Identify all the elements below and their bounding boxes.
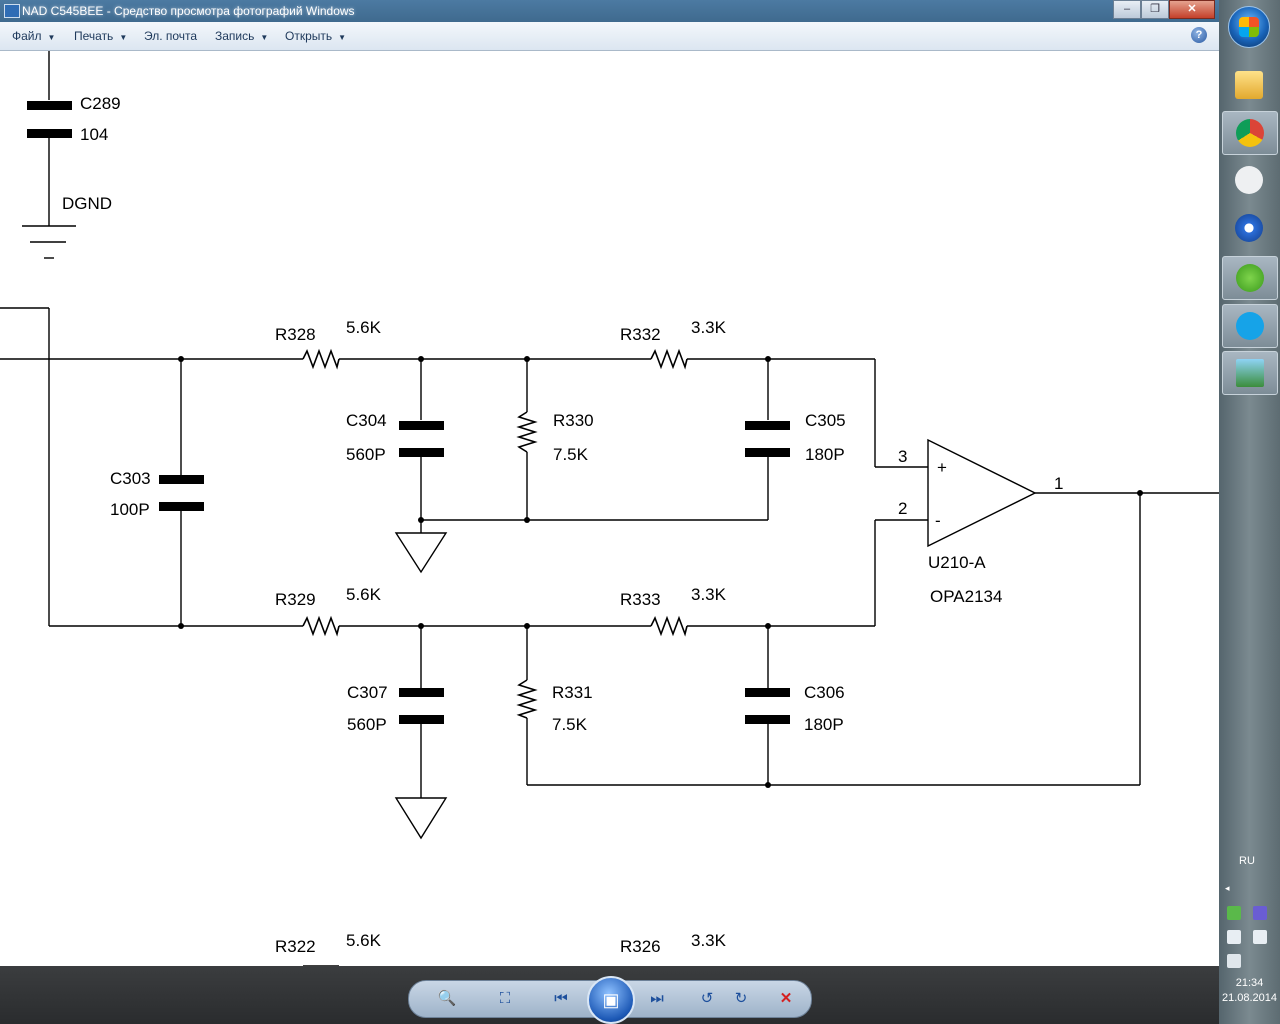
close-button[interactable]: ✕ [1169,0,1215,19]
app-tray-icon[interactable] [1253,906,1267,920]
menu-open-label: Открыть [285,29,333,43]
window-buttons: – ❐ ✕ [1113,0,1215,19]
taskbar-photo-viewer[interactable] [1222,351,1278,395]
photo-viewer-icon [1236,359,1264,387]
maximize-button[interactable]: ❐ [1141,0,1169,19]
utorrent-icon [1236,264,1264,292]
value-c289: 104 [80,125,108,144]
value-r322: 5.6K [346,931,382,950]
minimize-button[interactable]: – [1113,0,1141,19]
value-r329: 5.6K [346,585,382,604]
value-r328: 5.6K [346,318,382,337]
clock[interactable]: 21:34 21.08.2014 [1219,976,1280,1006]
value-r330: 7.5K [553,445,589,464]
label-c304: C304 [346,411,387,430]
label-r328: R328 [275,325,316,344]
label-dgnd: DGND [62,194,112,213]
photo-viewer-window: NAD C545BEE - Средство просмотра фотогра… [0,0,1219,1024]
network-tray-icon[interactable] [1227,906,1241,920]
windows-start-icon[interactable] [1228,6,1270,48]
value-r326: 3.3K [691,931,727,950]
menu-bar: Файл ▼ Печать ▼ Эл. почта Запись ▼ Открыть ▼… [0,22,1219,51]
menu-burn-label: Запись [215,29,255,43]
previous-icon[interactable]: ⏮ [554,990,568,1007]
value-c304: 560P [346,445,386,464]
menu-open[interactable]: Открыть ▼ [285,29,346,43]
menu-burn[interactable]: Запись ▼ [215,29,268,43]
folder-icon [1235,71,1263,99]
label-u210: U210-A [928,553,986,572]
rotate-clockwise-icon[interactable]: ↻ [734,990,748,1007]
chrome-icon [1236,119,1264,147]
taskbar-chromium[interactable] [1222,207,1276,249]
label-r331: R331 [552,683,593,702]
label-opamp: OPA2134 [930,587,1002,606]
image-view[interactable]: C289 104 DGND R328 5.6K R332 3.3K C304 5… [0,51,1219,966]
menu-email-label: Эл. почта [144,29,198,43]
fit-window-icon[interactable]: ⛶ [499,990,511,1007]
menu-print[interactable]: Печать ▼ [74,29,127,43]
label-r333: R333 [620,590,661,609]
taskbar-skype[interactable] [1222,304,1278,348]
label-r326: R326 [620,937,661,956]
action-center-icon[interactable] [1253,930,1267,944]
label-r329: R329 [275,590,316,609]
next-icon[interactable]: ⏭ [650,990,664,1007]
plus-sign: + [937,458,947,477]
photo-viewer-app-icon [4,4,20,18]
label-c303: C303 [110,469,151,488]
value-r332: 3.3K [691,318,727,337]
label-c305: C305 [805,411,846,430]
label-c306: C306 [804,683,845,702]
taskbar-folder[interactable] [1222,64,1276,106]
language-indicator[interactable]: RU [1239,855,1255,867]
label-c289: C289 [80,94,121,113]
value-c303: 100P [110,500,150,519]
title-bar[interactable]: NAD C545BEE - Средство просмотра фотогра… [0,0,1219,22]
rotate-counterclockwise-icon[interactable]: ↺ [700,990,714,1007]
chevron-down-icon: ▼ [260,33,269,42]
pin-2-label: 2 [898,499,907,518]
taskbar-foobar[interactable] [1222,159,1276,201]
taskbar-chrome[interactable] [1222,111,1278,155]
value-r331: 7.5K [552,715,588,734]
label-c307: C307 [347,683,388,702]
taskbar: RU ◂ 21:34 21.08.2014 [1219,0,1280,1024]
chromium-icon [1235,214,1263,242]
value-c305: 180P [805,445,845,464]
window-title: NAD C545BEE - Средство просмотра фотогра… [22,4,355,18]
value-c307: 560P [347,715,387,734]
menu-print-label: Печать [74,29,114,43]
circuit-schematic: C289 104 DGND R328 5.6K R332 3.3K C304 5… [0,51,1219,966]
label-r330: R330 [553,411,594,430]
chevron-down-icon: ▼ [47,33,56,42]
pin-1-label: 1 [1054,474,1063,493]
clock-date: 21.08.2014 [1221,992,1278,1004]
label-r332: R332 [620,325,661,344]
delete-icon[interactable]: ✕ [779,990,793,1007]
volume-icon[interactable] [1227,954,1241,968]
help-icon[interactable]: ? [1191,27,1207,43]
zoom-icon[interactable]: 🔍 [437,990,457,1007]
foobar-icon [1235,166,1263,194]
menu-file-label: Файл [12,29,42,43]
skype-icon [1236,312,1264,340]
value-r333: 3.3K [691,585,727,604]
chevron-down-icon: ▼ [119,33,128,42]
device-tray-icon[interactable] [1227,930,1241,944]
taskbar-utorrent[interactable] [1222,256,1278,300]
pin-3-label: 3 [898,447,907,466]
show-hidden-icons-icon[interactable]: ◂ [1225,883,1230,893]
slideshow-icon[interactable]: ▣ [587,976,635,1024]
viewer-controls: 🔍 ⛶ ⏮ ▣ ⏭ ↺ ↻ ✕ [408,976,812,1024]
clock-time: 21:34 [1235,977,1264,989]
chevron-down-icon: ▼ [338,33,347,42]
minus-sign: - [935,511,941,530]
value-c306: 180P [804,715,844,734]
menu-file[interactable]: Файл ▼ [12,29,55,43]
label-r322: R322 [275,937,316,956]
menu-email[interactable]: Эл. почта [144,29,197,43]
